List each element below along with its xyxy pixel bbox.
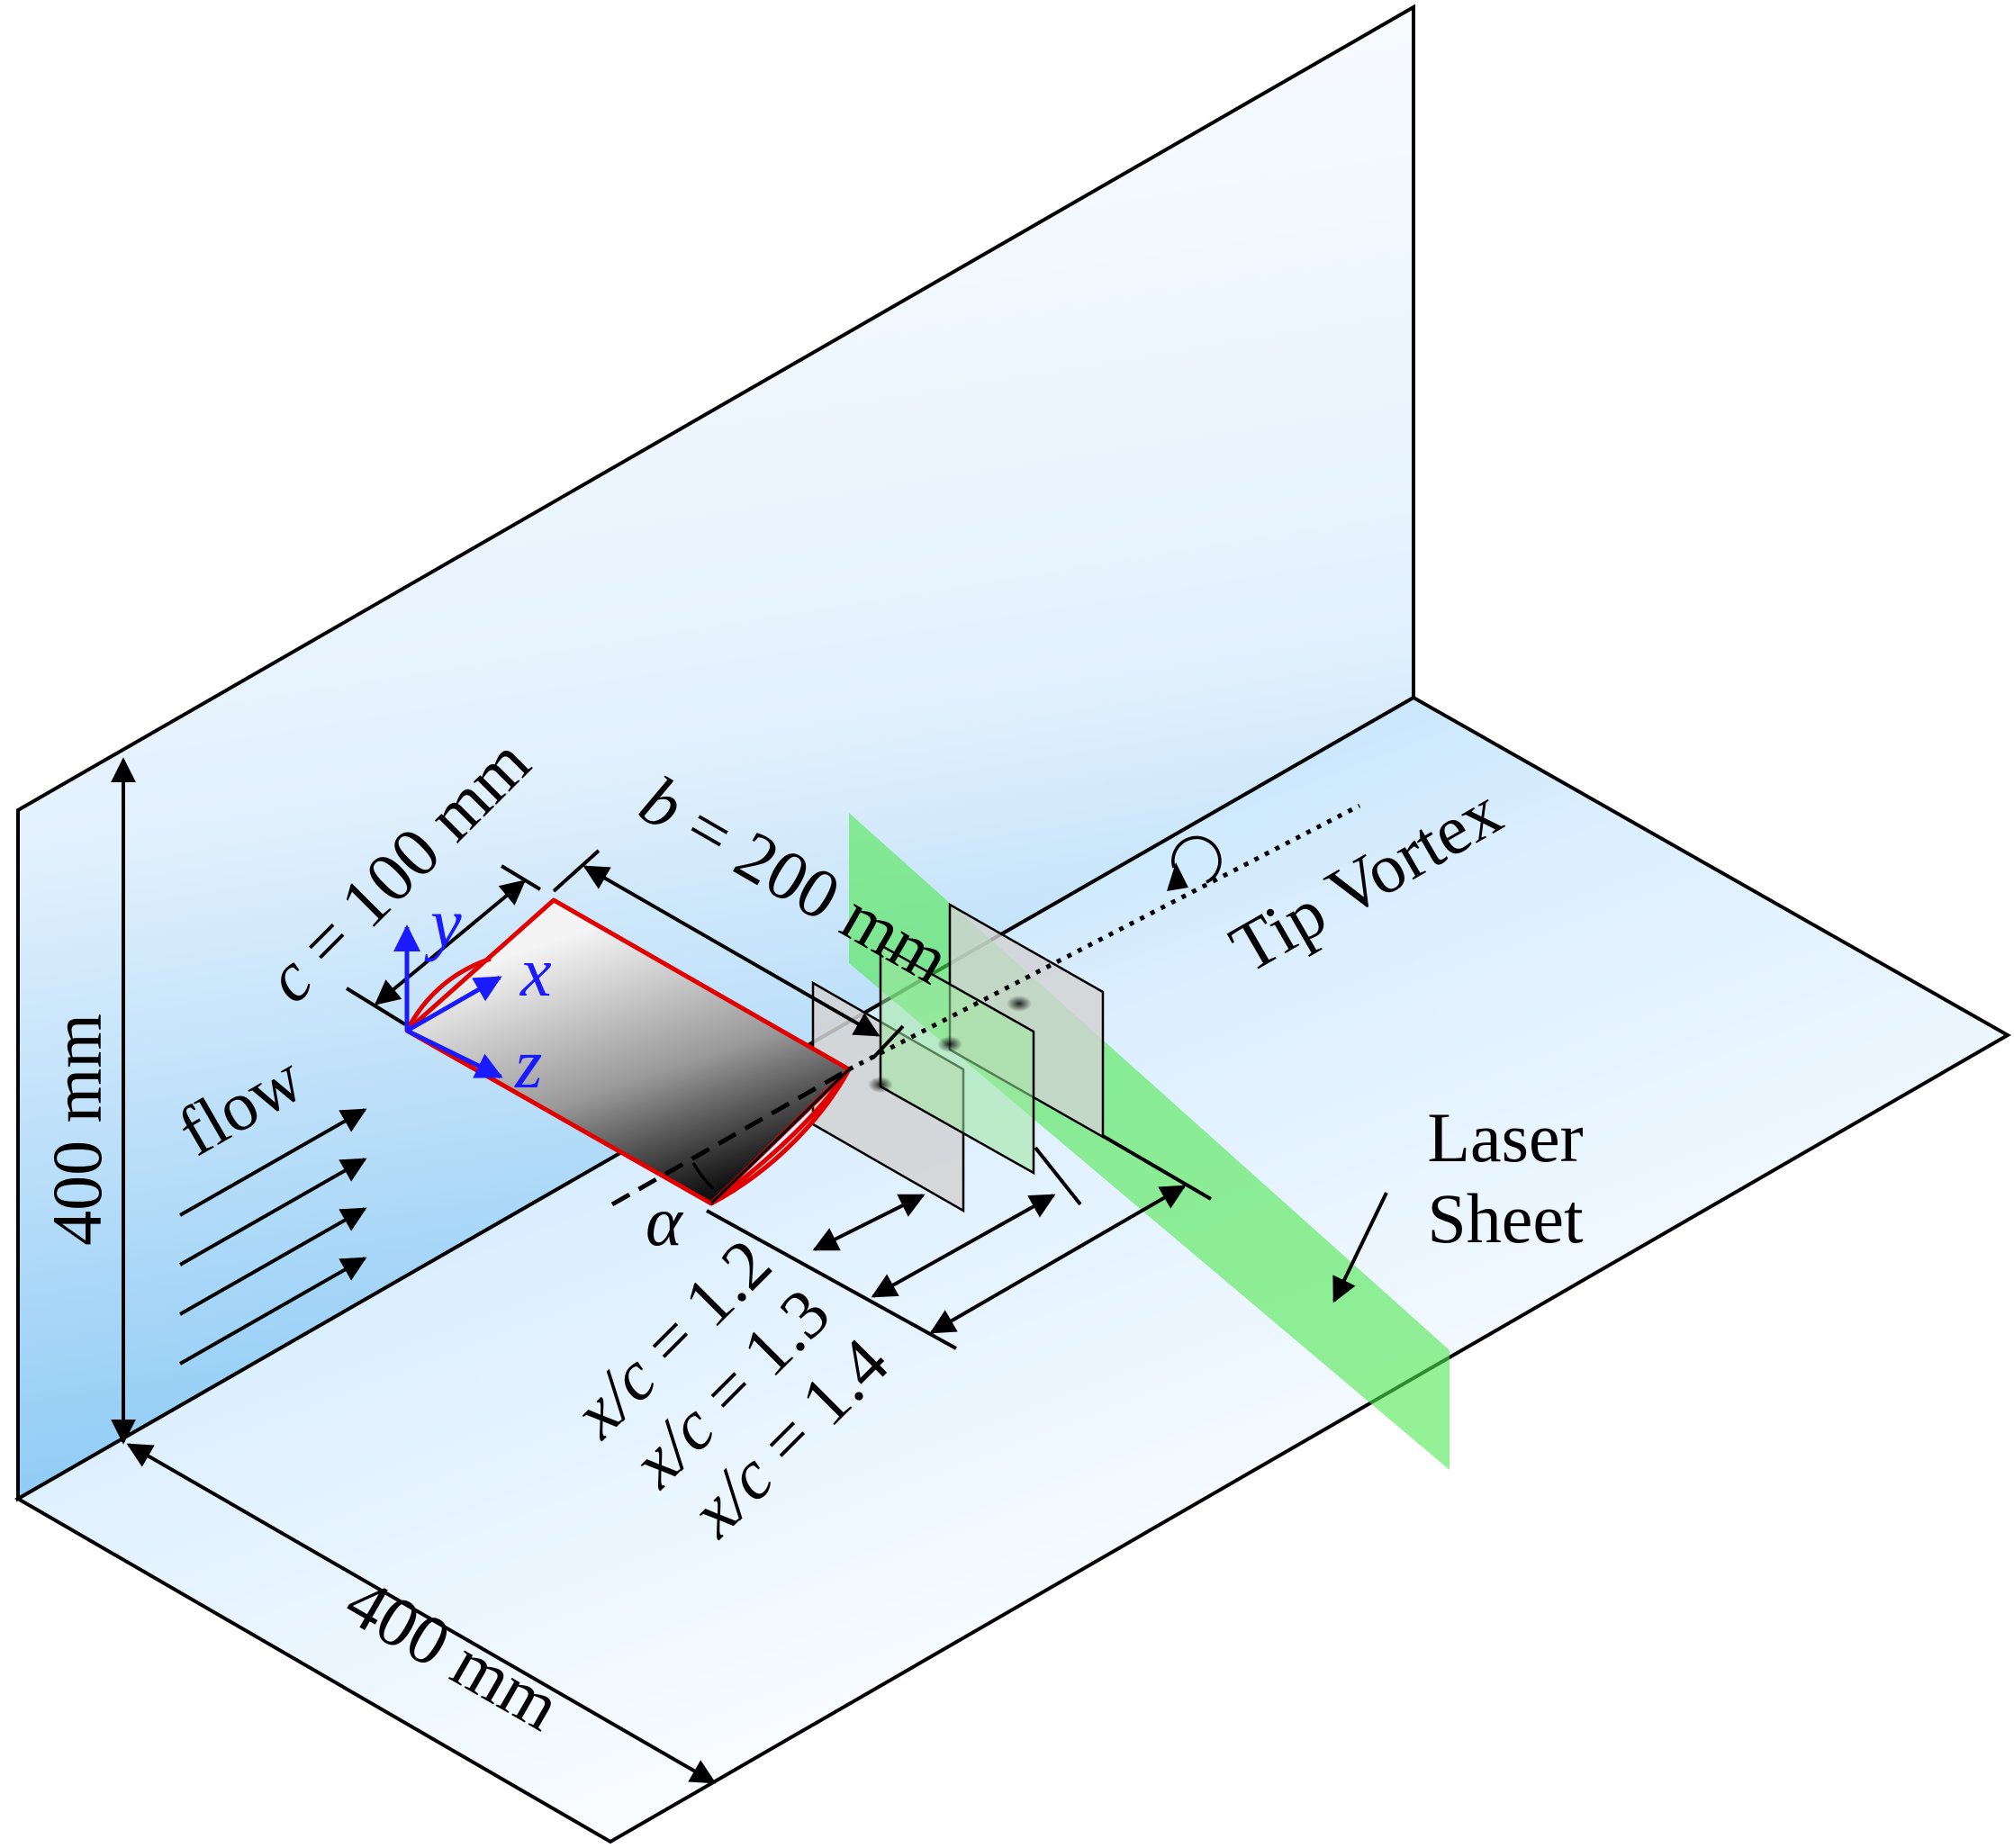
z-axis	[405, 1028, 503, 1079]
width-dimension-arrow	[126, 1443, 717, 1784]
laser-pointer-arrow	[1332, 1192, 1388, 1303]
flow-arrows	[179, 1108, 367, 1366]
height-dimension-label: 400 mm	[38, 1014, 116, 1246]
tip-vortex-path	[847, 803, 1361, 1072]
span-extension-line	[872, 1024, 905, 1059]
angle-reference-line	[610, 1067, 851, 1207]
chord-extension-line	[500, 864, 542, 891]
flow-arrow	[179, 1207, 367, 1316]
tip-chord-line	[709, 1068, 851, 1205]
chord-dimension-arrow	[374, 879, 527, 1005]
station-arrow-3	[929, 1185, 1187, 1334]
z-axis-label: z	[514, 1024, 542, 1103]
station-base-line	[706, 1209, 957, 1350]
angle-arc	[691, 1162, 715, 1190]
station-tick	[1101, 1134, 1213, 1201]
measurement-plane	[879, 942, 1035, 1176]
vortex-core-spot	[937, 1036, 962, 1052]
chord-extension-line	[345, 987, 407, 1026]
station-lines	[706, 1134, 1213, 1350]
vortex-core-spot	[1007, 996, 1032, 1012]
flow-arrow	[179, 1257, 367, 1366]
rotation-arrow	[1171, 835, 1222, 884]
flow-arrow	[179, 1158, 367, 1267]
alpha-label: α	[646, 1182, 684, 1260]
coordinate-axes	[393, 924, 503, 1079]
x-axis	[405, 975, 502, 1033]
vortex-core-spot	[868, 1077, 893, 1093]
x-axis-label: x	[519, 933, 552, 1011]
rotation-arrowhead	[1167, 862, 1188, 891]
span-dimension-arrow	[583, 865, 881, 1037]
span-extension-line	[552, 849, 601, 893]
flow-arrow	[179, 1108, 367, 1217]
laser-label-line1: Laser	[1427, 1098, 1583, 1176]
y-axis-label: y	[424, 884, 462, 962]
laser-label-line2: Sheet	[1427, 1179, 1584, 1258]
measurement-planes	[811, 902, 1105, 1213]
